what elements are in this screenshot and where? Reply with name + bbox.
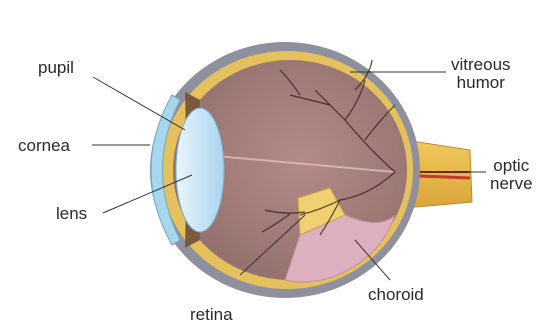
lens-shape	[176, 108, 224, 232]
label-lens: lens	[56, 205, 87, 223]
label-optic-nerve: optic nerve	[490, 157, 533, 193]
label-cornea: cornea	[18, 137, 70, 155]
label-vitreous-line1: vitreous	[451, 56, 511, 74]
label-optic-line1: optic	[490, 157, 533, 175]
label-optic-line2: nerve	[490, 175, 533, 193]
label-pupil: pupil	[38, 59, 74, 77]
label-vitreous-humor: vitreous humor	[451, 56, 511, 92]
label-choroid: choroid	[368, 286, 424, 304]
label-vitreous-line2: humor	[451, 74, 511, 92]
label-retina: retina	[190, 306, 233, 324]
